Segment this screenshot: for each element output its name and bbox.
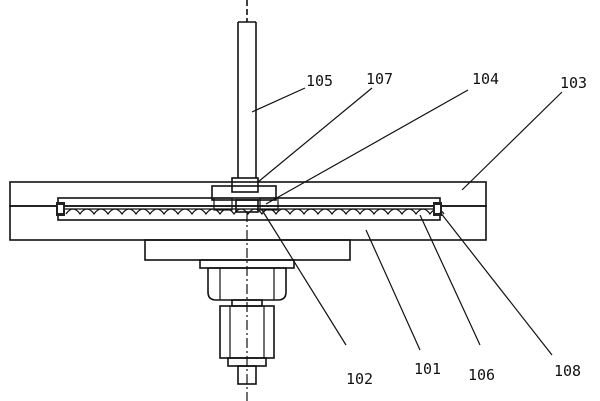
label-102: 102 bbox=[346, 370, 373, 388]
central-fitting bbox=[211, 177, 279, 213]
lower-plate bbox=[9, 205, 487, 241]
label-106: 106 bbox=[468, 366, 495, 384]
lower-mount bbox=[144, 239, 351, 385]
label-103: 103 bbox=[560, 74, 587, 92]
label-101: 101 bbox=[414, 360, 441, 378]
label-108: 108 bbox=[554, 362, 581, 380]
vertical-tube bbox=[237, 0, 257, 178]
label-104: 104 bbox=[472, 70, 499, 88]
label-107: 107 bbox=[366, 70, 393, 88]
label-105: 105 bbox=[306, 72, 333, 90]
leader-lines bbox=[251, 87, 563, 356]
reference-labels: 105 107 104 103 102 101 106 108 bbox=[306, 70, 587, 388]
wavy-wick bbox=[65, 208, 445, 216]
end-seals bbox=[56, 202, 442, 216]
